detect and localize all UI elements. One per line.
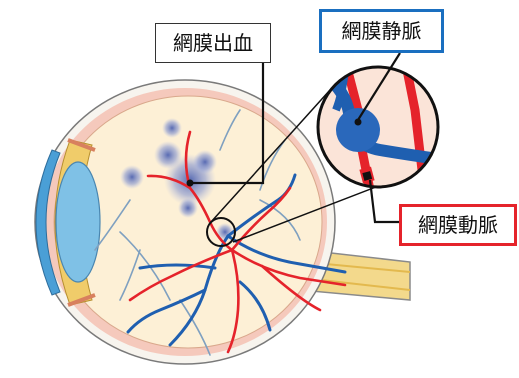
lens — [56, 162, 100, 282]
retinal-artery-label: 網膜動脈 — [399, 204, 517, 246]
retinal-vein-label: 網膜静脈 — [319, 9, 444, 53]
retinal-hemorrhage-label: 網膜出血 — [155, 23, 271, 63]
